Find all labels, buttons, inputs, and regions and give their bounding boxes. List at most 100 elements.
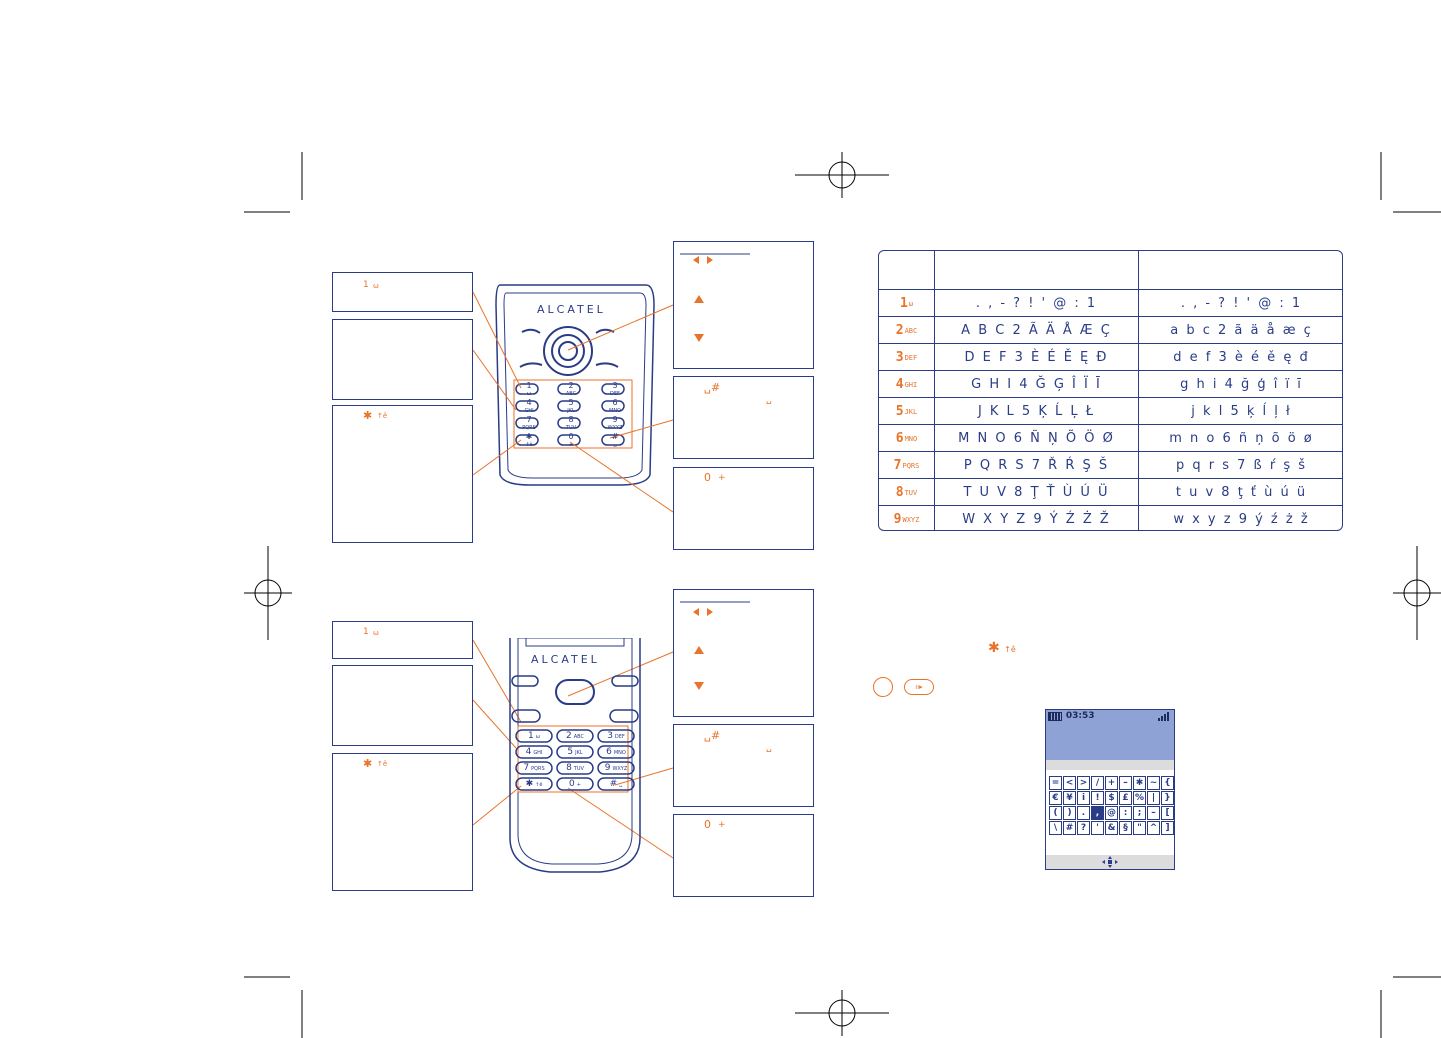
- symbol-cell[interactable]: &: [1105, 821, 1118, 835]
- key-11[interactable]: 0+: [557, 778, 593, 791]
- symbol-cell[interactable]: #: [1063, 821, 1076, 835]
- symbol-cell[interactable]: {: [1161, 776, 1174, 790]
- key-main-label: 1: [526, 381, 532, 390]
- navigation-key-icon: [873, 677, 893, 697]
- key-12[interactable]: #␣: [602, 432, 628, 448]
- symbol-cell[interactable]: @: [1105, 806, 1118, 820]
- table-key-digit: 4: [895, 377, 904, 392]
- key-main-label: 5: [568, 398, 574, 407]
- table-uppercase-cell: W X Y Z 9 Ý Ź Ż Ž: [962, 512, 1111, 527]
- symbol-cell[interactable]: (: [1049, 806, 1062, 820]
- symbol-cell[interactable]: ~: [1147, 776, 1160, 790]
- table-lowercase-cell: w x y z 9 ý ź ż ž: [1173, 512, 1310, 527]
- symbol-cell[interactable]: ¥: [1063, 791, 1076, 805]
- symbol-cell[interactable]: |: [1147, 791, 1160, 805]
- symbol-cell[interactable]: ': [1091, 821, 1104, 835]
- zero-label: 0: [704, 818, 711, 831]
- symbol-cell[interactable]: }: [1161, 791, 1174, 805]
- table-uppercase-cell: P Q R S 7 Ř Ŕ Ş Š: [963, 458, 1110, 473]
- symbol-cell[interactable]: ): [1063, 806, 1076, 820]
- brand-logo-top: ALCATEL: [537, 303, 606, 316]
- symbol-cell[interactable]: €: [1049, 791, 1062, 805]
- key-sub-label: DEF: [614, 734, 625, 740]
- table-uppercase-cell: G H I 4 Ğ Ģ Î Ï Ī: [971, 377, 1102, 392]
- symbol-cell[interactable]: :: [1119, 806, 1132, 820]
- symbol-cell[interactable]: §: [1119, 821, 1132, 835]
- symbol-cell[interactable]: £: [1119, 791, 1132, 805]
- table-lowercase-cell: t u v 8 ţ ť ù ú ü: [1175, 485, 1308, 500]
- table-key-digit: 9: [893, 512, 902, 527]
- symbol-cell[interactable]: \: [1049, 821, 1062, 835]
- table-lowercase-cell: a b c 2 ã ä å æ ç: [1170, 323, 1313, 338]
- table-key-digit: 1: [899, 296, 908, 311]
- table-key-digit: 5: [895, 404, 904, 419]
- key-10[interactable]: ✱↑ê: [516, 432, 542, 448]
- key-main-label: 0: [569, 779, 575, 789]
- key-main-label: #: [609, 779, 618, 789]
- symbol-cell[interactable]: –: [1119, 776, 1132, 790]
- key-main-label: 7: [523, 763, 530, 773]
- callout-navigation-bottom: [673, 589, 814, 717]
- nav-arrows-icon: [680, 253, 750, 342]
- space-icon: ␣: [766, 395, 772, 405]
- table-uppercase-cell: J K L 5 Ķ Ĺ Ļ Ł: [977, 404, 1096, 419]
- key-main-label: 2: [568, 381, 574, 390]
- symbol-cell[interactable]: ?: [1077, 821, 1090, 835]
- key-10[interactable]: ✱↑ê: [516, 778, 552, 791]
- symbol-cell[interactable]: [: [1161, 806, 1174, 820]
- table-lowercase-cell: j k l 5 ķ ĺ ļ ł: [1191, 404, 1292, 419]
- symbol-cell[interactable]: >: [1077, 776, 1090, 790]
- symbol-cell[interactable]: ^: [1147, 821, 1160, 835]
- symbol-cell[interactable]: <: [1063, 776, 1076, 790]
- zero-label: 0: [704, 471, 711, 484]
- symbol-cell[interactable]: ]: [1161, 821, 1174, 835]
- key-sub-label: PQRS: [531, 766, 545, 772]
- symbol-cell[interactable]: %: [1133, 791, 1146, 805]
- table-key-letters: TUV: [904, 488, 918, 497]
- symbol-cell[interactable]: !: [1091, 791, 1104, 805]
- key-sub-label: JKL: [575, 750, 583, 756]
- table-uppercase-cell: A B C 2 Ã Ä Å Æ Ç: [961, 323, 1112, 338]
- symbol-cell[interactable]: .: [1077, 806, 1090, 820]
- symbol-cell[interactable]: =: [1049, 776, 1062, 790]
- key-12[interactable]: #␣: [598, 778, 634, 791]
- symbol-cell[interactable]: $: [1105, 791, 1118, 805]
- symbol-cell[interactable]: ": [1133, 821, 1146, 835]
- key-main-label: ✱: [525, 432, 533, 441]
- symbol-cell[interactable]: i: [1077, 791, 1090, 805]
- symbol-cell[interactable]: +: [1105, 776, 1118, 790]
- screen-title-area: [1046, 722, 1174, 760]
- symbol-cell[interactable]: ,: [1091, 806, 1104, 820]
- symbol-cell[interactable]: ✱: [1133, 776, 1146, 790]
- key-main-label: 5: [567, 747, 574, 757]
- callout-hash-top: ␣# ␣: [673, 376, 814, 459]
- key-11[interactable]: 0+: [558, 432, 584, 448]
- symbol-cell[interactable]: ;: [1133, 806, 1146, 820]
- star-icon: ✱: [988, 640, 1000, 656]
- symbol-grid[interactable]: =<>/+–✱~{€¥i!$£%|}().,@:;–[\#?'&§"^]: [1049, 776, 1174, 835]
- table-key-letters: MNO: [904, 434, 918, 443]
- key-main-label: 6: [606, 747, 612, 757]
- symbol-cell[interactable]: –: [1147, 806, 1160, 820]
- symbol-cell[interactable]: /: [1091, 776, 1104, 790]
